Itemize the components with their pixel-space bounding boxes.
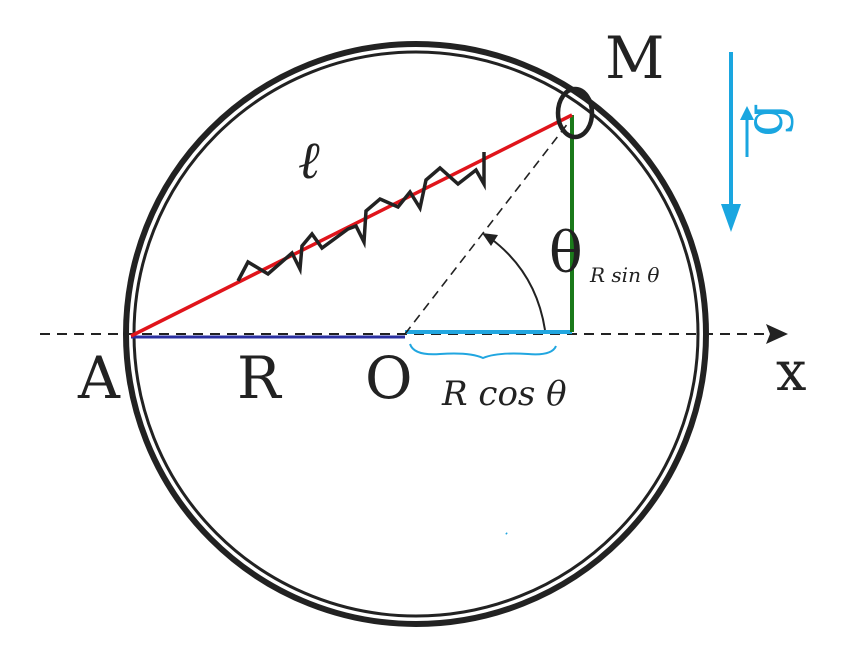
gravity-arrowhead: [721, 204, 741, 232]
label-r-cos: R cos θ: [441, 374, 567, 414]
angle-arrowhead: [482, 233, 498, 246]
gravity-vector-head: [740, 106, 754, 120]
label-a: A: [77, 344, 121, 412]
spring-line: [130, 113, 573, 338]
label-length: ℓ: [298, 131, 320, 191]
bead-icon: [555, 86, 595, 140]
angle-arc: [489, 237, 546, 331]
x-axis-arrowhead: [766, 324, 788, 344]
label-r-sin: R sin θ: [589, 263, 659, 287]
stray-mark: [505, 532, 508, 535]
radius-om-dashed: [404, 117, 573, 335]
label-o: O: [365, 344, 413, 412]
label-m: M: [605, 24, 664, 92]
label-radius: R: [237, 344, 283, 412]
cos-brace: [409, 343, 557, 360]
label-angle: θ: [549, 221, 583, 286]
label-x: x: [776, 340, 806, 403]
spring-zigzag-icon: [236, 152, 486, 282]
